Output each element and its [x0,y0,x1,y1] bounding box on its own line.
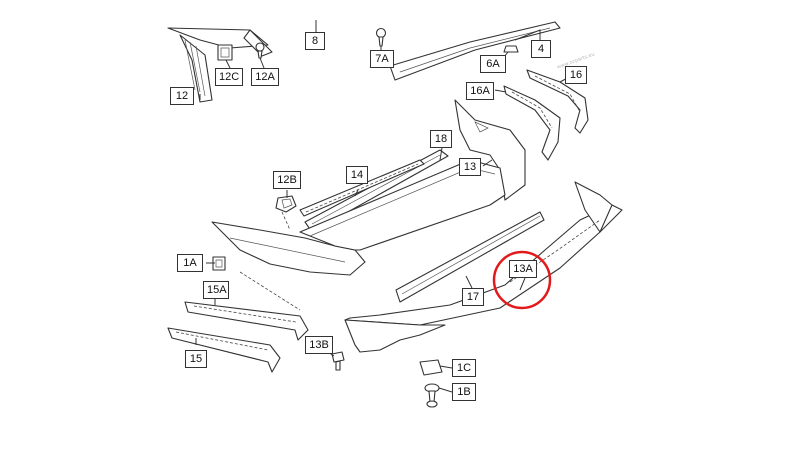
callout-14: 14 [346,166,368,184]
strip-15a-drawing [184,301,309,341]
callout-12c: 12C [215,68,243,86]
screw-13b-drawing [331,351,345,371]
side-strip-16a-drawing [503,85,561,161]
callout-13b: 13B [305,336,333,354]
callout-1a: 1A [177,254,203,272]
clip-12b-drawing [275,195,297,213]
screw-12a-drawing [255,42,265,59]
callout-16: 16 [565,66,587,84]
callout-15a: 15A [203,281,229,299]
screw-7a-drawing [375,27,387,47]
nut-6a-drawing [503,45,519,53]
callout-13a[interactable]: 13A [509,260,537,278]
callout-18: 18 [430,130,452,148]
callout-17: 17 [462,288,484,306]
callout-6a: 6A [480,55,506,73]
callout-15: 15 [185,350,207,368]
side-strip-16-drawing [526,69,589,134]
upper-strip-drawing [389,21,561,81]
upper-bracket-drawing [167,27,273,103]
callout-8: 8 [305,32,325,50]
callout-12b: 12B [273,171,301,189]
bracket-13-drawing [454,99,526,201]
nut-1c-drawing [419,359,443,376]
highlight-circle [492,250,552,310]
alignment-lines [239,211,301,311]
callout-1b: 1B [452,383,476,401]
bolt-1b-drawing [424,383,440,408]
clip-1a-drawing [212,256,226,271]
callout-16a: 16A [466,82,494,100]
callout-1c: 1C [452,359,476,377]
callout-4: 4 [531,40,551,58]
bumper-cover-drawing [211,159,506,276]
callout-12a: 12A [251,68,279,86]
clip-12c-drawing [217,44,233,61]
strip-17-drawing [395,211,545,303]
callout-12: 12 [170,87,194,105]
strip-14-drawing [299,159,425,217]
callout-7a: 7A [370,50,394,68]
callout-13: 13 [459,158,481,176]
